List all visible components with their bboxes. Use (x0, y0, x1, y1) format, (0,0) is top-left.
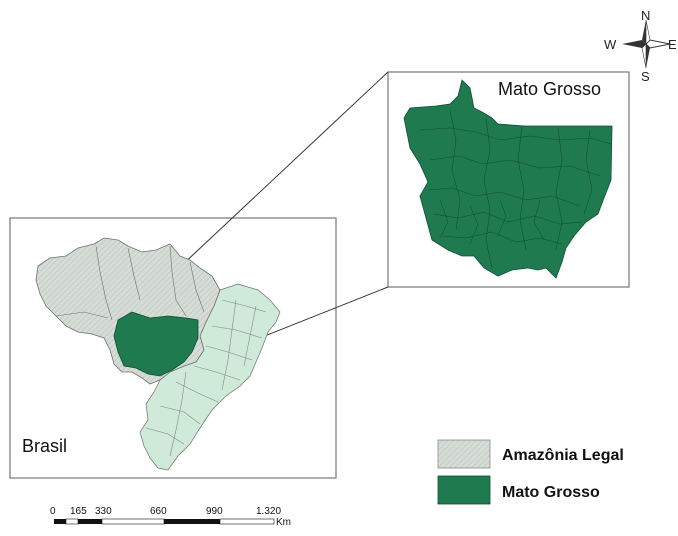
inset-map-title: Mato Grosso (498, 79, 601, 99)
scale-tick-3: 660 (150, 506, 167, 517)
scale-unit: Km (276, 517, 291, 528)
mato-grosso-main-shape (113, 311, 199, 377)
scale-tick-5: 1.320 (256, 506, 281, 517)
brazil-state-borders (145, 299, 267, 457)
legend-label-mato-grosso: Mato Grosso (502, 484, 600, 501)
compass-rose-icon: N S E W (604, 8, 677, 84)
compass-north: N (641, 8, 650, 23)
mato-grosso-municipal-borders (419, 109, 612, 269)
scale-bar: 0 165 330 660 990 1.320 Km (50, 506, 291, 528)
main-map-title: Brasil (22, 436, 67, 456)
legend: Amazônia Legal Mato Grosso (437, 439, 624, 505)
legend-swatch-mato-grosso (437, 475, 491, 505)
compass-west: W (604, 37, 617, 52)
scale-tick-4: 990 (206, 506, 223, 517)
legend-label-amazonia-legal: Amazônia Legal (502, 447, 624, 464)
amazonia-state-borders (55, 245, 205, 321)
compass-south: S (641, 69, 650, 84)
legend-swatch-amazonia-legal (437, 439, 491, 469)
scale-tick-1: 165 (70, 506, 87, 517)
scale-tick-0: 0 (50, 506, 56, 517)
compass-east: E (668, 37, 677, 52)
scale-tick-2: 330 (95, 506, 112, 517)
